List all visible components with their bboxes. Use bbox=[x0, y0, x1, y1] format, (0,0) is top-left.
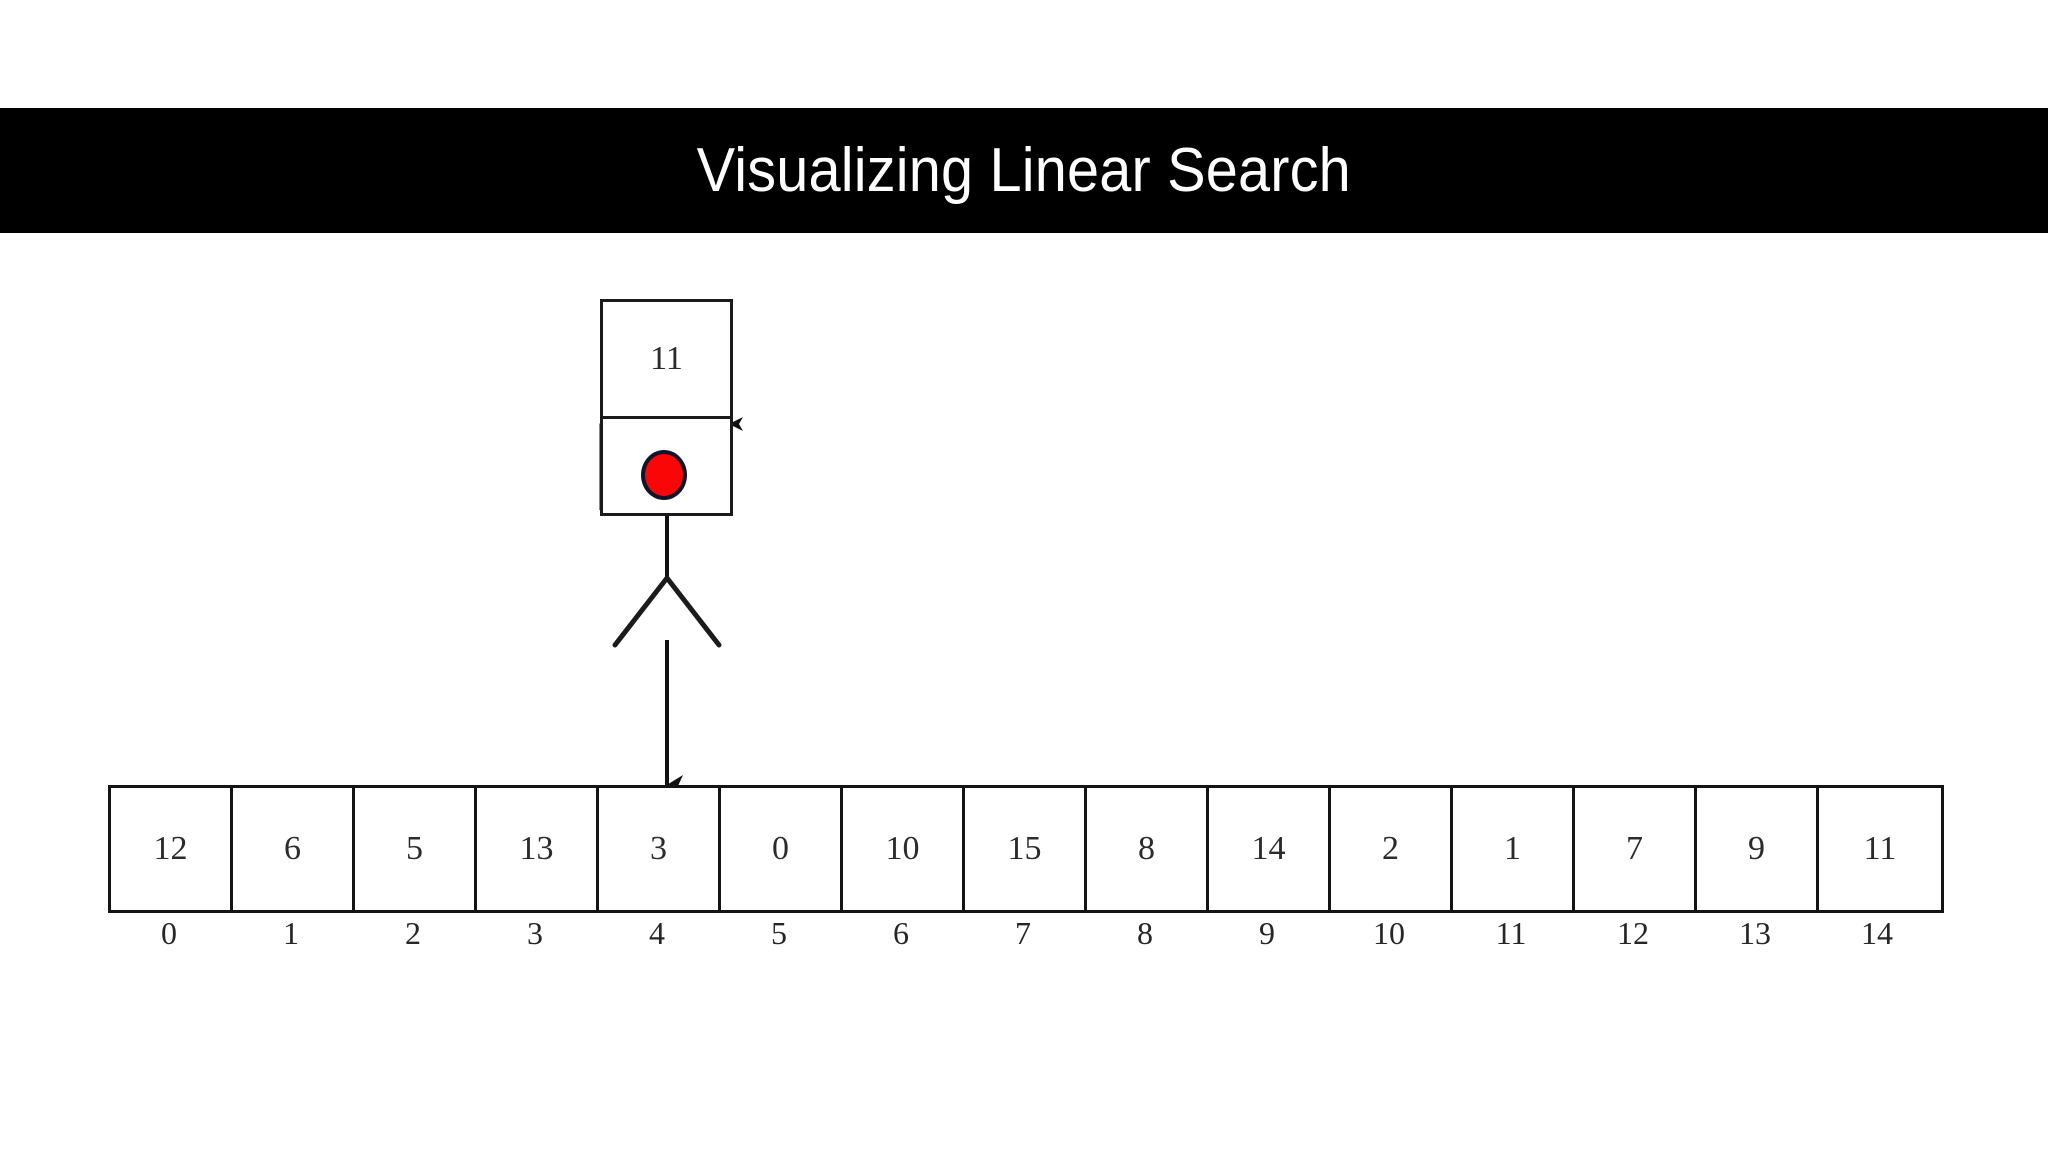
array-index-label: 14 bbox=[1861, 915, 1893, 951]
array-index-label: 11 bbox=[1495, 915, 1527, 951]
chevron-up-icon bbox=[612, 575, 722, 648]
array-index-label: 8 bbox=[1137, 915, 1153, 951]
array-cell[interactable]: 2 bbox=[1331, 788, 1453, 910]
array-index-label: 6 bbox=[893, 915, 909, 951]
array-cell[interactable]: 7 bbox=[1575, 788, 1697, 910]
array-index-label: 10 bbox=[1373, 915, 1405, 951]
array-index-label: 5 bbox=[771, 915, 787, 951]
array-index-label: 4 bbox=[649, 915, 665, 951]
target-value-label: 11 bbox=[650, 340, 683, 377]
array-index-label: 9 bbox=[1259, 915, 1275, 951]
page-title: Visualizing Linear Search bbox=[696, 136, 1352, 205]
array-cell[interactable]: 5 bbox=[355, 788, 477, 910]
array-cell[interactable]: 6 bbox=[233, 788, 355, 910]
array-cell[interactable]: 9 bbox=[1697, 788, 1819, 910]
array-index-label: 0 bbox=[161, 915, 177, 951]
array-index-label: 12 bbox=[1617, 915, 1649, 951]
array-index-label: 2 bbox=[405, 915, 421, 951]
title-banner: Visualizing Linear Search bbox=[0, 108, 2048, 233]
array-cell[interactable]: 11 bbox=[1819, 788, 1941, 910]
red-circle-marker-icon bbox=[641, 450, 687, 500]
array-cell[interactable]: 14 bbox=[1209, 788, 1331, 910]
array-cell[interactable]: 8 bbox=[1087, 788, 1209, 910]
target-value-box: 11 bbox=[600, 299, 733, 419]
array-index-label: 1 bbox=[283, 915, 299, 951]
array-cell[interactable]: 1 bbox=[1453, 788, 1575, 910]
array-index-label: 3 bbox=[527, 915, 543, 951]
array-index-label: 7 bbox=[1015, 915, 1031, 951]
array-cell[interactable]: 15 bbox=[965, 788, 1087, 910]
array-cell[interactable]: 3 bbox=[599, 788, 721, 910]
array-cell[interactable]: 0 bbox=[721, 788, 843, 910]
array-cell[interactable]: 12 bbox=[111, 788, 233, 910]
array-index-label: 13 bbox=[1739, 915, 1771, 951]
array-cell[interactable]: 13 bbox=[477, 788, 599, 910]
array-cell[interactable]: 10 bbox=[843, 788, 965, 910]
